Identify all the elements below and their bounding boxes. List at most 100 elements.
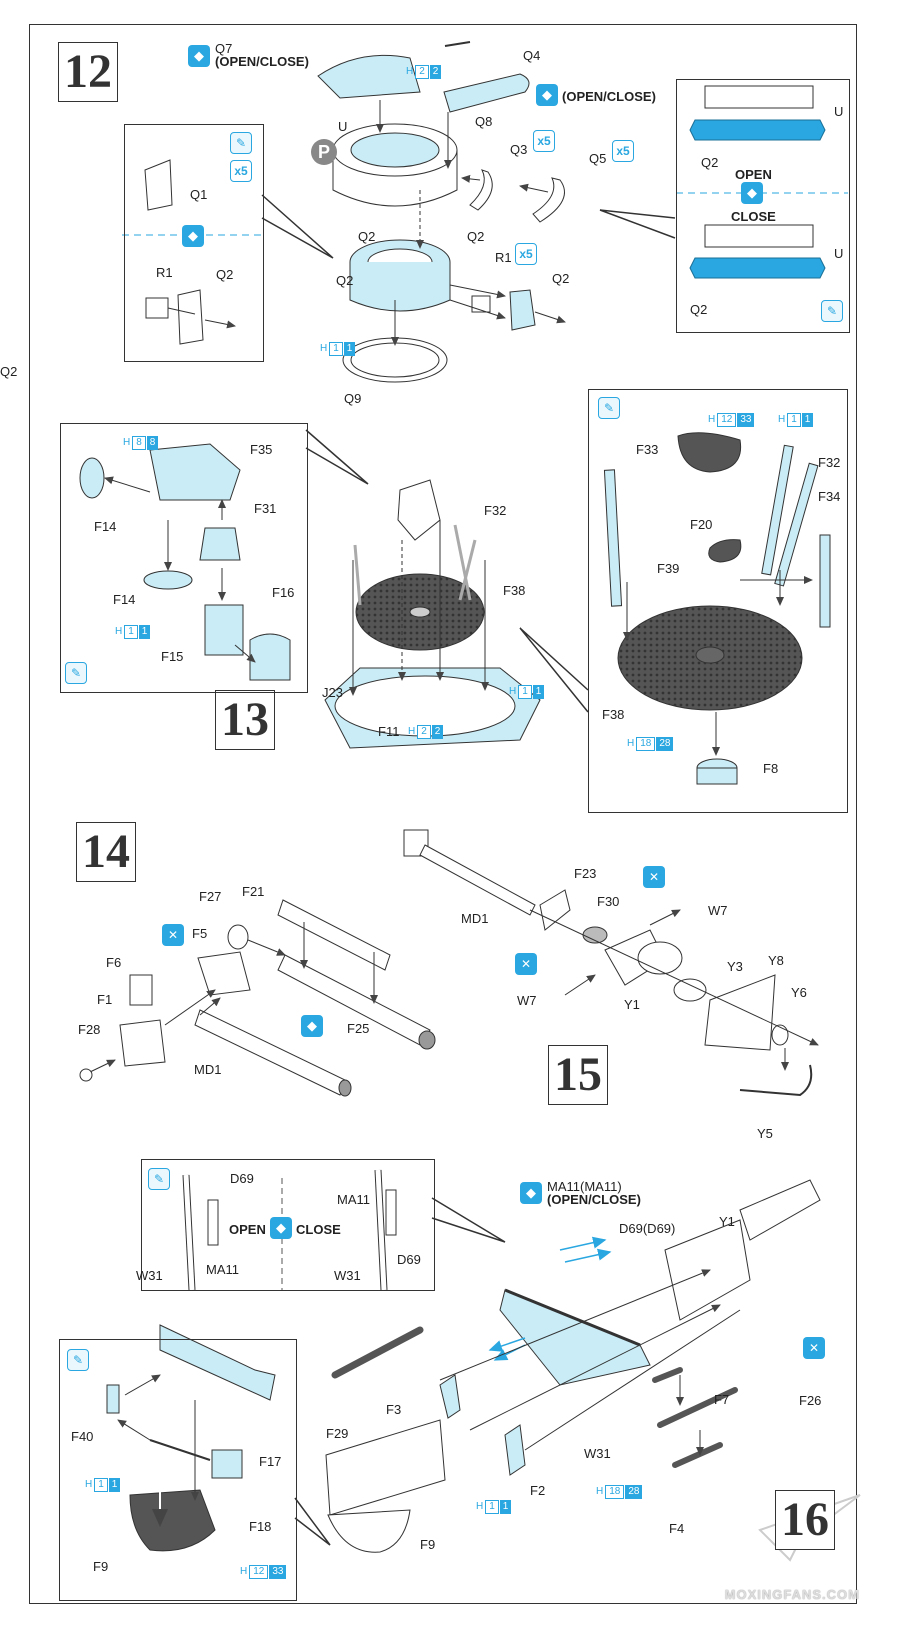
part-label-q2: Q2	[358, 229, 376, 244]
part-label-u: U	[338, 119, 348, 134]
step12-art	[122, 41, 848, 383]
part-label-q8: Q8	[475, 114, 493, 129]
paint-brush-icon: ✎	[230, 132, 252, 154]
part-label-f6: F6	[106, 955, 122, 970]
open-close-icon: ◆	[536, 84, 558, 106]
part-label-q2: Q2	[216, 267, 234, 282]
open-close-icon: ◆	[741, 182, 763, 204]
part-label-ma11: MA11	[337, 1192, 370, 1207]
plastic-part-badge: P	[311, 139, 337, 165]
step-number-12: 12	[58, 42, 118, 102]
part-label-y6: Y6	[791, 985, 807, 1000]
quantity-x5-icon: x5	[612, 140, 634, 162]
part-label-f40: F40	[71, 1429, 94, 1444]
quantity-x5-icon: x5	[515, 243, 537, 265]
part-label-f33: F33	[636, 442, 659, 457]
part-label-f2: F2	[530, 1483, 546, 1498]
part-label-f9: F9	[93, 1559, 109, 1574]
close-label: CLOSE	[296, 1222, 341, 1237]
part-label-md1: MD1	[461, 911, 489, 926]
glue-icon: ✕	[803, 1337, 825, 1359]
part-label-q3: Q3	[510, 142, 528, 157]
detail-inset	[59, 1339, 297, 1601]
part-label-f7: F7	[714, 1392, 730, 1407]
part-label-f17: F17	[259, 1454, 282, 1469]
open-label: OPEN	[735, 167, 772, 182]
part-label-f38: F38	[602, 707, 625, 722]
part-label-q9: Q9	[344, 391, 362, 406]
part-label-f34: F34	[818, 489, 841, 504]
paint-brush-icon: ✎	[598, 397, 620, 419]
part-label-y3: Y3	[727, 959, 743, 974]
part-label-f35: F35	[250, 442, 273, 457]
part-label-w31: W31	[136, 1268, 163, 1283]
part-label-f28: F28	[78, 1022, 101, 1037]
part-label-f26: F26	[799, 1393, 822, 1408]
part-label-f9: F9	[420, 1537, 436, 1552]
open-close-icon: ◆	[520, 1182, 542, 1204]
part-label-q7: Q7	[215, 41, 233, 56]
paint-brush-icon: ✎	[65, 662, 87, 684]
paint-brush-icon: ✎	[821, 300, 843, 322]
part-label-f25: F25	[347, 1021, 370, 1036]
open-close-note: (OPEN/CLOSE)	[562, 89, 656, 104]
part-label-f23: F23	[574, 866, 597, 881]
part-label-y5: Y5	[757, 1126, 773, 1141]
instruction-sheet-frame	[29, 24, 857, 1604]
step-number-14: 14	[76, 822, 136, 882]
paint-brush-icon: ✎	[148, 1168, 170, 1190]
part-label-q2: Q2	[690, 302, 708, 317]
part-label-f32: F32	[484, 503, 507, 518]
part-label-f27: F27	[199, 889, 222, 904]
detail-inset	[588, 389, 848, 813]
glue-icon: ✕	[162, 924, 184, 946]
open-close-icon: ◆	[270, 1217, 292, 1239]
step15-art	[403, 829, 819, 1097]
open-close-icon: ◆	[301, 1015, 323, 1037]
part-label-q2: Q2	[0, 364, 18, 379]
part-label-f14: F14	[94, 519, 117, 534]
part-label-q1: Q1	[190, 187, 208, 202]
part-label-y8: Y8	[768, 953, 784, 968]
detail-inset	[141, 1159, 435, 1291]
part-label-r1: R1	[156, 265, 173, 280]
quantity-x5-icon: x5	[230, 160, 252, 182]
step-number-15: 15	[548, 1045, 608, 1105]
part-label-f20: F20	[690, 517, 713, 532]
part-label-f18: F18	[249, 1519, 272, 1534]
part-label-q2: Q2	[552, 271, 570, 286]
part-label-q2: Q2	[336, 273, 354, 288]
step13-art	[79, 429, 831, 785]
detail-inset	[676, 79, 850, 333]
part-label-f21: F21	[242, 884, 265, 899]
part-label-f8: F8	[763, 761, 779, 776]
part-label-md1: MD1	[194, 1062, 222, 1077]
step14-art	[79, 899, 436, 1097]
part-label-f11: F11	[378, 724, 400, 739]
step-number-13: 13	[215, 690, 275, 750]
step16-art	[106, 1169, 861, 1562]
open-label: OPEN	[229, 1222, 266, 1237]
detail-inset	[60, 423, 308, 693]
part-label-q4: Q4	[523, 48, 541, 63]
part-label-q2: Q2	[467, 229, 485, 244]
part-label-u: U	[834, 104, 844, 119]
open-close-note: (OPEN/CLOSE)	[547, 1192, 641, 1207]
part-label-f29: F29	[326, 1426, 349, 1441]
part-label-u: U	[834, 246, 844, 261]
part-label-w7: W7	[708, 903, 728, 918]
